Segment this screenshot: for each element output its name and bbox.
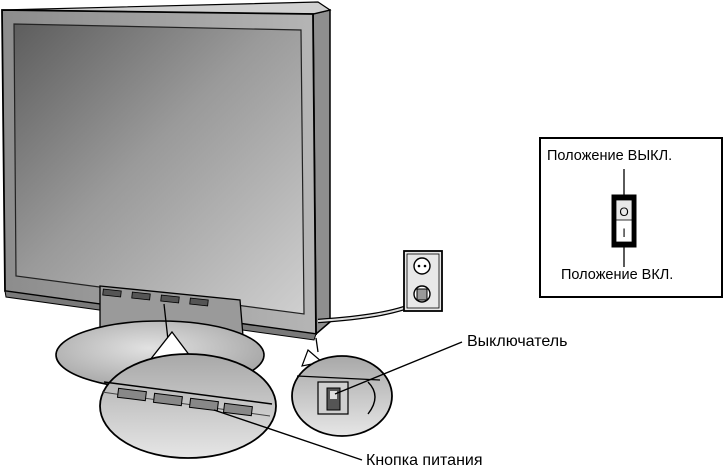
off-symbol: O [619, 205, 628, 219]
switch-label: Выключатель [467, 333, 567, 351]
switch-position-legend: Положение ВЫКЛ. O I Положение ВКЛ. [539, 137, 723, 298]
on-position-label: Положение ВКЛ. [561, 267, 673, 283]
monitor-icon [2, 2, 330, 340]
on-symbol: I [622, 226, 625, 240]
switch-zoom-lens [292, 338, 392, 436]
power-button-label: Кнопка питания [366, 452, 483, 470]
wall-outlet-icon [404, 251, 442, 311]
screen [14, 24, 304, 314]
